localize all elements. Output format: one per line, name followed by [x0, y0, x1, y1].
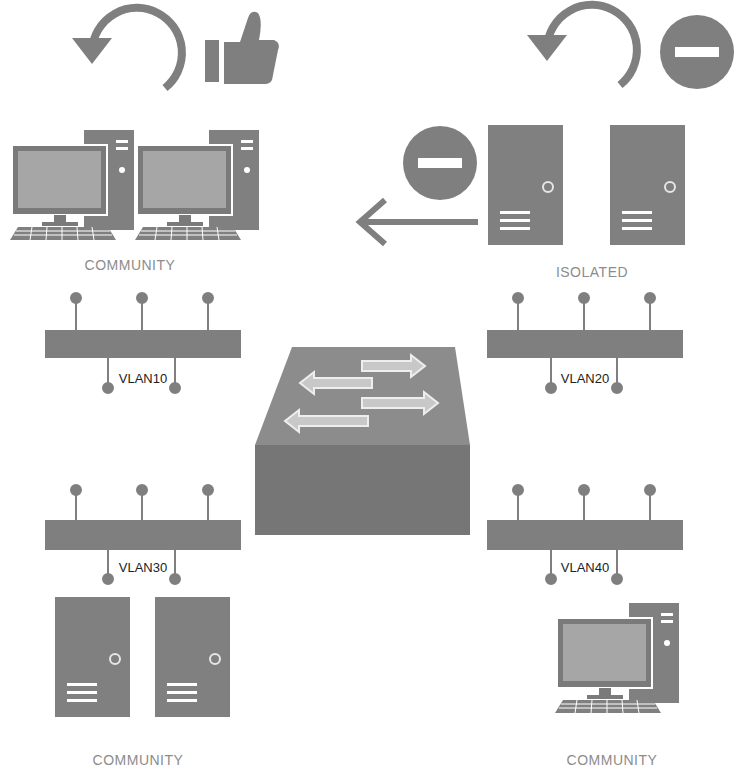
loop-arrow [527, 5, 637, 85]
vlan-name: VLAN10 [45, 371, 241, 386]
loop-arrow [72, 8, 182, 88]
blocked-arrow [360, 200, 478, 244]
group-label: COMMUNITY [58, 752, 218, 768]
vlan-bar: VLAN10 [45, 330, 241, 358]
vlan-bar: VLAN30 [45, 520, 241, 550]
vlan-bar: VLAN20 [487, 330, 683, 358]
switch-icon [255, 347, 470, 535]
group-label: COMMUNITY [50, 257, 210, 273]
vlan-name: VLAN30 [45, 560, 241, 575]
thumbs-up-icon [205, 12, 279, 84]
blocked-icon [660, 15, 734, 89]
vlan-name: VLAN20 [487, 371, 683, 386]
vlan-name: VLAN40 [487, 560, 683, 575]
vlan-bar: VLAN40 [487, 520, 683, 550]
group-label: ISOLATED [512, 264, 672, 280]
group-label: COMMUNITY [532, 752, 692, 768]
server-icon [155, 597, 230, 717]
pc-icon [10, 130, 134, 240]
blocked-icon [403, 126, 477, 200]
pc-icon [555, 603, 679, 713]
server-icon [55, 597, 130, 717]
pc-icon [135, 130, 259, 240]
server-icon [488, 125, 563, 245]
server-icon [610, 125, 685, 245]
